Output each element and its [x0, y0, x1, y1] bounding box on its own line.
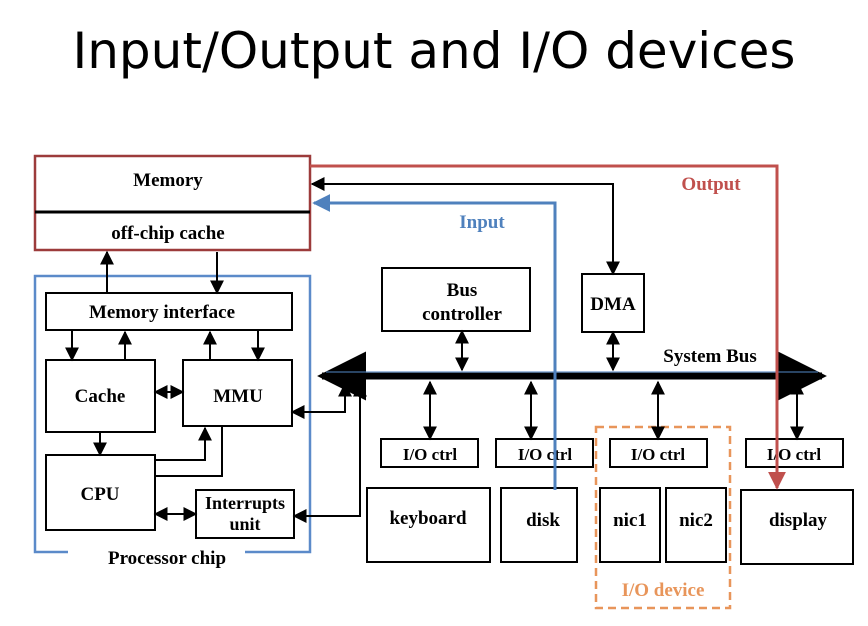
memory-interface-box: [45, 292, 293, 331]
output-path: Output: [310, 164, 786, 490]
io-ctrl-nic-label: I/O ctrl: [631, 445, 686, 464]
mmu-label: MMU: [213, 386, 263, 407]
cpu-label: CPU: [80, 484, 119, 505]
io-ctrl-display: [745, 438, 844, 468]
nic1-label: nic1: [613, 510, 647, 531]
output-label: Output: [681, 174, 741, 195]
cache-box: [45, 359, 156, 433]
system-bus-label: System Bus: [663, 346, 756, 367]
page-title: Input/Output and I/O devices: [72, 22, 796, 80]
io-ctrl-keyboard-label: I/O ctrl: [403, 445, 458, 464]
disk-label: disk: [526, 510, 560, 531]
keyboard-label: keyboard: [389, 508, 467, 529]
io-ctrl-disk-label: I/O ctrl: [518, 445, 573, 464]
keyboard-box: [366, 487, 491, 563]
io-ctrl-display-label: I/O ctrl: [767, 445, 822, 464]
nic2-label: nic2: [679, 510, 713, 531]
processor-chip: Processor chip Memory interface Cache MM…: [33, 274, 312, 569]
dma-controller: DMA: [310, 177, 645, 372]
interrupts-label-line2: unit: [229, 514, 260, 534]
io-ctrl-keyboard: [380, 438, 479, 468]
processor-chip-label: Processor chip: [108, 548, 226, 569]
processor-connections: [65, 250, 367, 523]
memory-label: Memory: [133, 170, 203, 191]
cache-label: Cache: [75, 386, 126, 407]
bus-controller-label-line2: controller: [422, 304, 502, 325]
offchip-cache-label: off-chip cache: [111, 223, 224, 244]
disk-box: [500, 487, 578, 563]
io-ctrl-nic: [609, 438, 708, 468]
memory-block: Memory off-chip cache: [33, 154, 312, 252]
devices: keyboard disk nic1 nic2 display: [366, 487, 854, 565]
io-ctrl-disk: [495, 438, 594, 468]
interrupts-label-line1: Interrupts: [205, 493, 285, 513]
bus-controller: Bus controller: [381, 267, 531, 372]
io-device-label: I/O device: [622, 580, 705, 601]
display-box: [740, 489, 854, 565]
dma-label: DMA: [590, 294, 636, 315]
nic1-box: [599, 487, 661, 563]
bus-controller-label-line1: Bus: [447, 280, 478, 301]
io-controllers: I/O ctrl I/O ctrl I/O ctrl I/O ctrl: [380, 380, 844, 468]
cpu-box: [45, 454, 156, 531]
nic2-box: [665, 487, 727, 563]
input-path: Input: [312, 194, 557, 490]
display-label: display: [769, 510, 828, 531]
memory-interface-label: Memory interface: [89, 302, 235, 323]
input-label: Input: [459, 212, 505, 233]
system-bus: System Bus: [317, 346, 827, 401]
